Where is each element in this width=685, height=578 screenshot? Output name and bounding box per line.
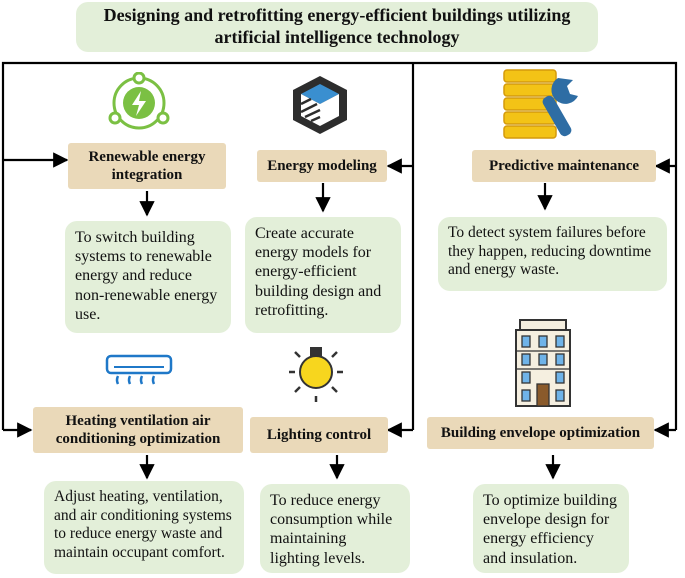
node-envelope-desc: To optimize building envelope design for… <box>473 484 629 573</box>
air-conditioner-icon <box>105 354 173 385</box>
server-wrench-icon <box>503 69 578 139</box>
cube-model-icon <box>293 76 347 134</box>
node-modeling-label: Energy modeling <box>257 150 387 182</box>
building-icon <box>515 319 571 407</box>
diagram-title: Designing and retrofitting energy-effici… <box>76 2 598 52</box>
renewable-energy-icon <box>108 72 170 130</box>
node-renewable-desc: To switch building systems to renewable … <box>65 221 231 333</box>
node-modeling-desc: Create accurate energy models for energy… <box>245 217 401 333</box>
node-maintenance-desc: To detect system failures before they ha… <box>438 217 667 291</box>
node-lighting-label: Lighting control <box>250 417 388 453</box>
node-envelope-label: Building envelope optimization <box>427 417 654 449</box>
node-lighting-desc: To reduce energy consumption while maint… <box>260 484 410 573</box>
light-bulb-icon <box>289 347 343 402</box>
node-maintenance-label: Predictive maintenance <box>472 150 656 182</box>
node-hvac-desc: Adjust heating, ventilation, and air con… <box>44 481 244 574</box>
node-hvac-label: Heating ventilation air conditioning opt… <box>33 407 243 453</box>
node-renewable-label: Renewable energy integration <box>68 143 226 189</box>
